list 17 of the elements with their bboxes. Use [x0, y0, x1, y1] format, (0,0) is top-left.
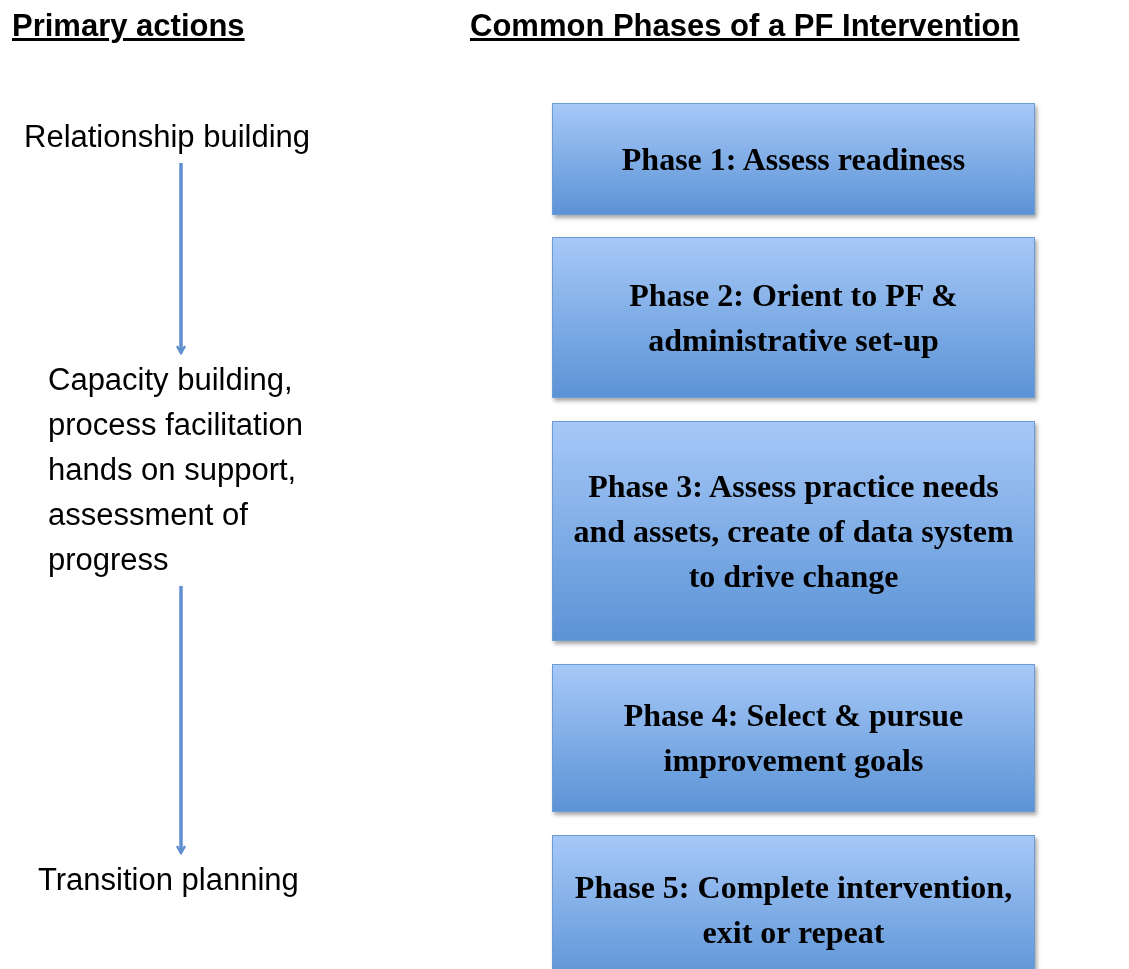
arrow	[175, 163, 187, 355]
phase-box	[552, 835, 1035, 969]
phase-box	[552, 103, 1035, 215]
arrow	[175, 586, 187, 855]
phase-text: Phase 3: Assess practice needs and assets, create of data system to drive change	[572, 466, 1015, 596]
action-text: Capacity building, process facilitation hands on support, assessment of progress	[48, 357, 368, 582]
phase-text: Phase 5: Complete intervention, exit or repeat	[573, 868, 1014, 952]
column-heading: Common Phases of a PF Intervention	[470, 8, 1020, 44]
phase-box	[552, 237, 1035, 398]
action-text: Relationship building	[24, 114, 384, 159]
column-heading: Primary actions	[12, 8, 245, 44]
phase-box	[552, 421, 1035, 641]
phase-box	[552, 664, 1035, 812]
action-text: Transition planning	[38, 857, 368, 902]
phase-text: Phase 1: Assess readiness	[620, 139, 967, 179]
phase-text: Phase 2: Orient to PF & administrative set-up	[628, 275, 959, 360]
phase-text: Phase 4: Select & pursue improvement goals	[622, 696, 965, 780]
